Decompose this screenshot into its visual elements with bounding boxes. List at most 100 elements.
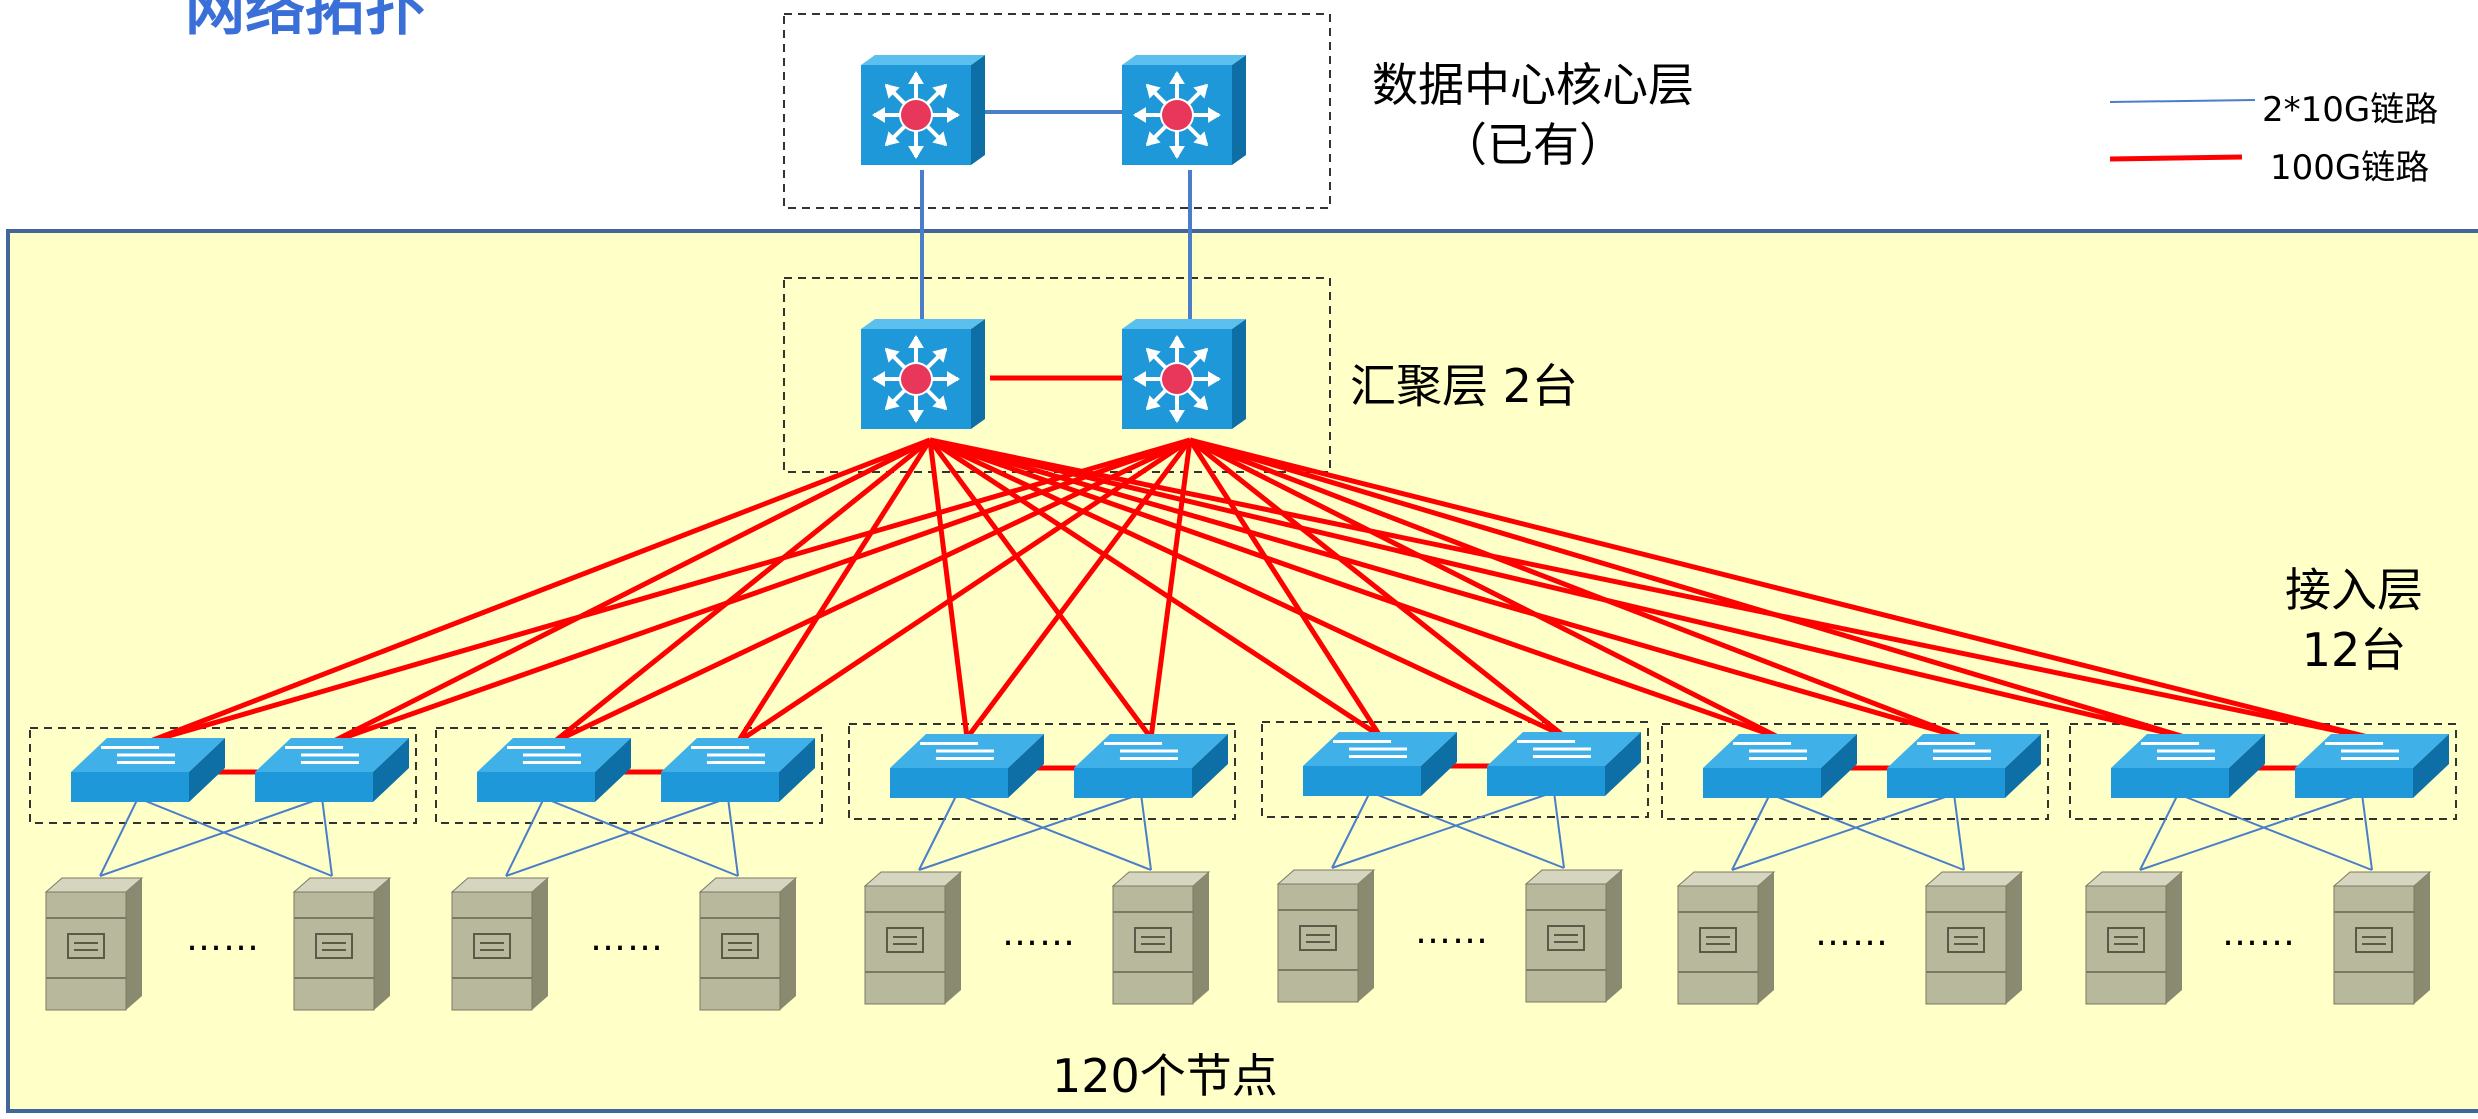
router-arrowhead: [884, 347, 900, 363]
server-side: [374, 878, 390, 1010]
router-top: [861, 55, 985, 65]
router-arrowhead: [1193, 347, 1209, 363]
switch-side: [189, 738, 225, 802]
server-link-10g: [321, 797, 333, 877]
router-arrowhead: [908, 146, 924, 159]
server-link-10g: [2361, 793, 2373, 871]
server-side: [1358, 870, 1374, 1002]
access-switch-icon: [2111, 734, 2265, 798]
server-link-10g: [505, 797, 729, 877]
uplink-100g: [147, 437, 931, 745]
access-group-box: [29, 727, 417, 824]
server-top: [698, 877, 798, 893]
legend-10g-label: 2*10G链路: [2262, 90, 2439, 130]
router-arrowhead: [884, 131, 900, 147]
router-arrowhead: [1169, 335, 1185, 348]
server-icon: [2332, 871, 2432, 1005]
server-top: [44, 877, 144, 893]
access-group-box: [2069, 723, 2457, 820]
core-router-icon: [861, 55, 985, 165]
router-arrowhead: [1169, 410, 1185, 423]
switch-side: [373, 738, 409, 802]
core-group-box: [783, 13, 1331, 209]
router-arrowhead: [1193, 395, 1209, 411]
server-drive-bay: [1299, 925, 1337, 951]
page-title: 网络拓扑: [185, 0, 425, 44]
router-side: [1232, 55, 1246, 165]
switch-side: [1008, 734, 1044, 798]
router-side: [1232, 319, 1246, 429]
access-switch-icon: [890, 734, 1044, 798]
server-ellipsis: ……: [1002, 913, 1076, 954]
uplink-100g: [929, 437, 1781, 741]
uplink-100g: [927, 438, 1154, 740]
server-top: [1524, 869, 1624, 885]
router-arrowhead: [932, 83, 948, 99]
server-side: [780, 878, 796, 1010]
server-link-10g: [2139, 793, 2363, 871]
router-hub: [1160, 362, 1194, 396]
uplink-100g: [552, 438, 932, 744]
server-ellipsis: ……: [1815, 913, 1889, 954]
server-drive-bay: [721, 933, 759, 959]
access-group-box: [1661, 723, 2049, 820]
uplink-100g: [929, 437, 2373, 741]
router-top: [861, 319, 985, 329]
server-side: [1606, 870, 1622, 1002]
server-drive-bay: [473, 933, 511, 959]
access-group-box: [1261, 721, 1649, 818]
switch-front: [890, 768, 1008, 798]
server-drive-bay: [67, 933, 105, 959]
server-link-10g: [1369, 791, 1565, 869]
router-arrowhead: [1145, 347, 1161, 363]
server-top: [2332, 871, 2432, 887]
node-count-label: 120个节点: [1052, 1049, 1278, 1103]
access-switch-icon: [71, 738, 225, 802]
access-switch-icon: [1703, 734, 1857, 798]
server-link-10g: [2177, 793, 2373, 871]
router-arrowhead: [908, 335, 924, 348]
server-icon: [863, 871, 963, 1005]
server-top: [1276, 869, 1376, 885]
router-arrowhead: [884, 83, 900, 99]
switch-side: [1605, 732, 1641, 796]
server-icon: [2084, 871, 2184, 1005]
uplink-100g: [147, 437, 1191, 745]
legend-10g-line: [2109, 99, 2256, 103]
server-icon: [44, 877, 144, 1011]
router-arrowhead: [947, 107, 960, 123]
server-icon: [698, 877, 798, 1011]
server-link-10g: [918, 793, 958, 871]
server-icon: [1111, 871, 1211, 1005]
server-drive-bay: [1947, 927, 1985, 953]
switch-side: [1192, 734, 1228, 798]
switch-front: [2111, 768, 2229, 798]
server-link-10g: [1331, 791, 1555, 869]
switch-front: [255, 772, 373, 802]
router-hub: [1160, 98, 1194, 132]
access-switch-icon: [255, 738, 409, 802]
uplink-100g: [1187, 438, 1383, 738]
switch-front: [661, 772, 779, 802]
aggregation-router-icon: [1122, 319, 1246, 429]
uplink-100g: [735, 438, 933, 744]
router-arrowhead: [1169, 146, 1185, 159]
switch-side: [2229, 734, 2265, 798]
server-front: [2085, 885, 2167, 1005]
switch-front: [1703, 768, 1821, 798]
uplink-100g: [927, 439, 970, 739]
server-side: [126, 878, 142, 1010]
router-arrowhead: [1169, 71, 1185, 84]
access-switch-icon: [1487, 732, 1641, 796]
legend-100g-label: 100G链路: [2270, 148, 2430, 188]
aggregation-layer-label: 汇聚层 2台: [1350, 359, 1578, 413]
server-icon: [1276, 869, 1376, 1003]
uplink-100g: [929, 437, 2189, 741]
server-top: [2084, 871, 2184, 887]
router-arrowhead: [872, 371, 885, 387]
server-link-10g: [956, 793, 1152, 871]
router-side: [971, 55, 985, 165]
server-ellipsis: ……: [2222, 913, 2296, 954]
